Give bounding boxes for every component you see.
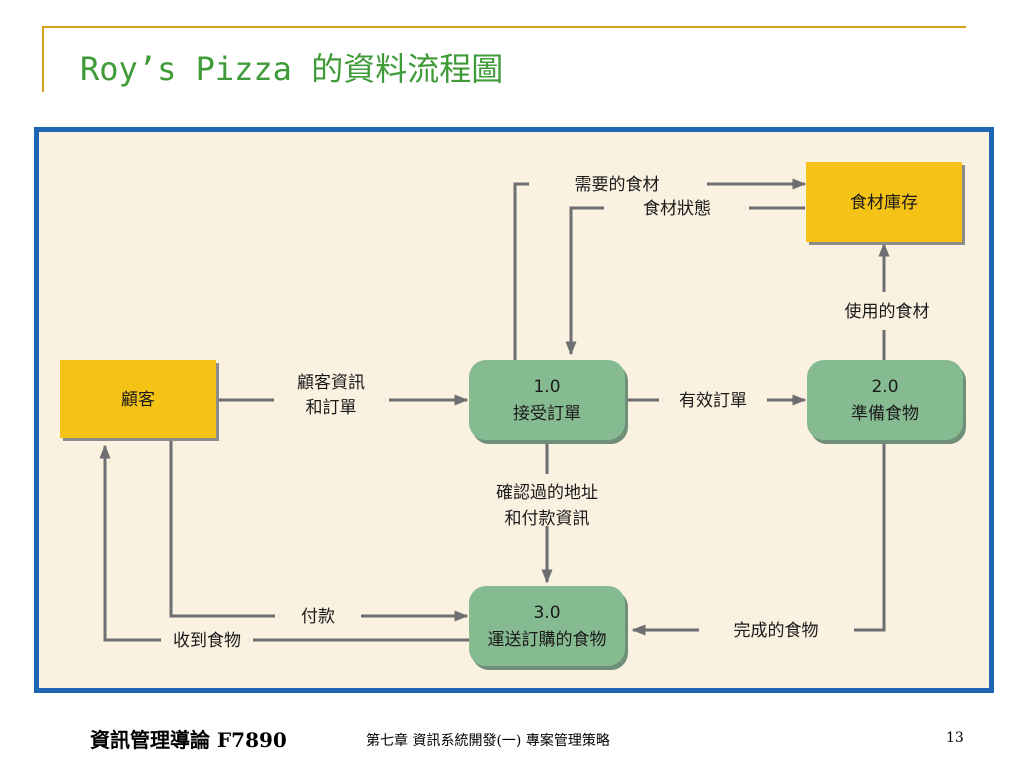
- footer-course: 資訊管理導論 F7890: [90, 728, 287, 752]
- flow-label-customer-info-1: 顧客資訊: [297, 373, 365, 393]
- inventory-entity-label: 食材庫存: [850, 193, 918, 213]
- process-1: [469, 360, 625, 440]
- diagram-canvas: 顧客 食材庫存 1.0 接受訂單 2.0 準備食物 3.0 運送訂購的食物 顧客…: [60, 162, 966, 670]
- flow-label-received-food: 收到食物: [173, 631, 241, 651]
- process-1-number: 1.0: [533, 377, 560, 397]
- flow-line-needed-ingredients-a: [513, 182, 529, 360]
- footer-chapter: 第七章 資訊系統開發(一) 專案管理策略: [366, 733, 610, 749]
- slide-title: Roy’s Pizza 的資料流程圖: [80, 50, 504, 88]
- flow-label-confirmed-1: 確認過的地址: [496, 483, 598, 503]
- flow-line-finished-food-a: [854, 444, 886, 632]
- title-rule-horizontal: [42, 26, 966, 28]
- flow-label-confirmed-2: 和付款資訊: [505, 509, 590, 529]
- process-2-name: 準備食物: [851, 404, 919, 424]
- process-2-number: 2.0: [871, 377, 898, 397]
- customer-entity: [60, 360, 216, 438]
- flow-label-ingredient-status: 食材狀態: [643, 199, 711, 219]
- flow-label-used-ingredients: 使用的食材: [845, 301, 930, 322]
- flow-line-ingredient-status-b: [565, 206, 604, 356]
- inventory-entity: [806, 162, 962, 242]
- title-rule-vertical: [42, 26, 44, 92]
- flow-label-needed-ingredients: 需要的食材: [575, 175, 660, 195]
- process-3: [469, 586, 625, 666]
- flow-label-finished-food: 完成的食物: [734, 621, 819, 641]
- flow-line-payment-a: [169, 440, 275, 618]
- flow-label-valid-order: 有效訂單: [679, 391, 747, 411]
- process-3-name: 運送訂購的食物: [488, 630, 607, 650]
- flow-line-received-food-b: [99, 444, 161, 642]
- customer-entity-label: 顧客: [121, 390, 155, 410]
- data-flow-diagram: 顧客 食材庫存 1.0 接受訂單 2.0 準備食物 3.0 運送訂購的食物 顧客…: [34, 127, 994, 693]
- process-1-name: 接受訂單: [513, 404, 581, 424]
- flow-label-customer-info-2: 和訂單: [306, 398, 357, 418]
- process-2: [807, 360, 963, 440]
- footer-page-number: 13: [946, 730, 964, 746]
- flow-label-payment: 付款: [301, 607, 335, 627]
- process-3-number: 3.0: [533, 603, 560, 623]
